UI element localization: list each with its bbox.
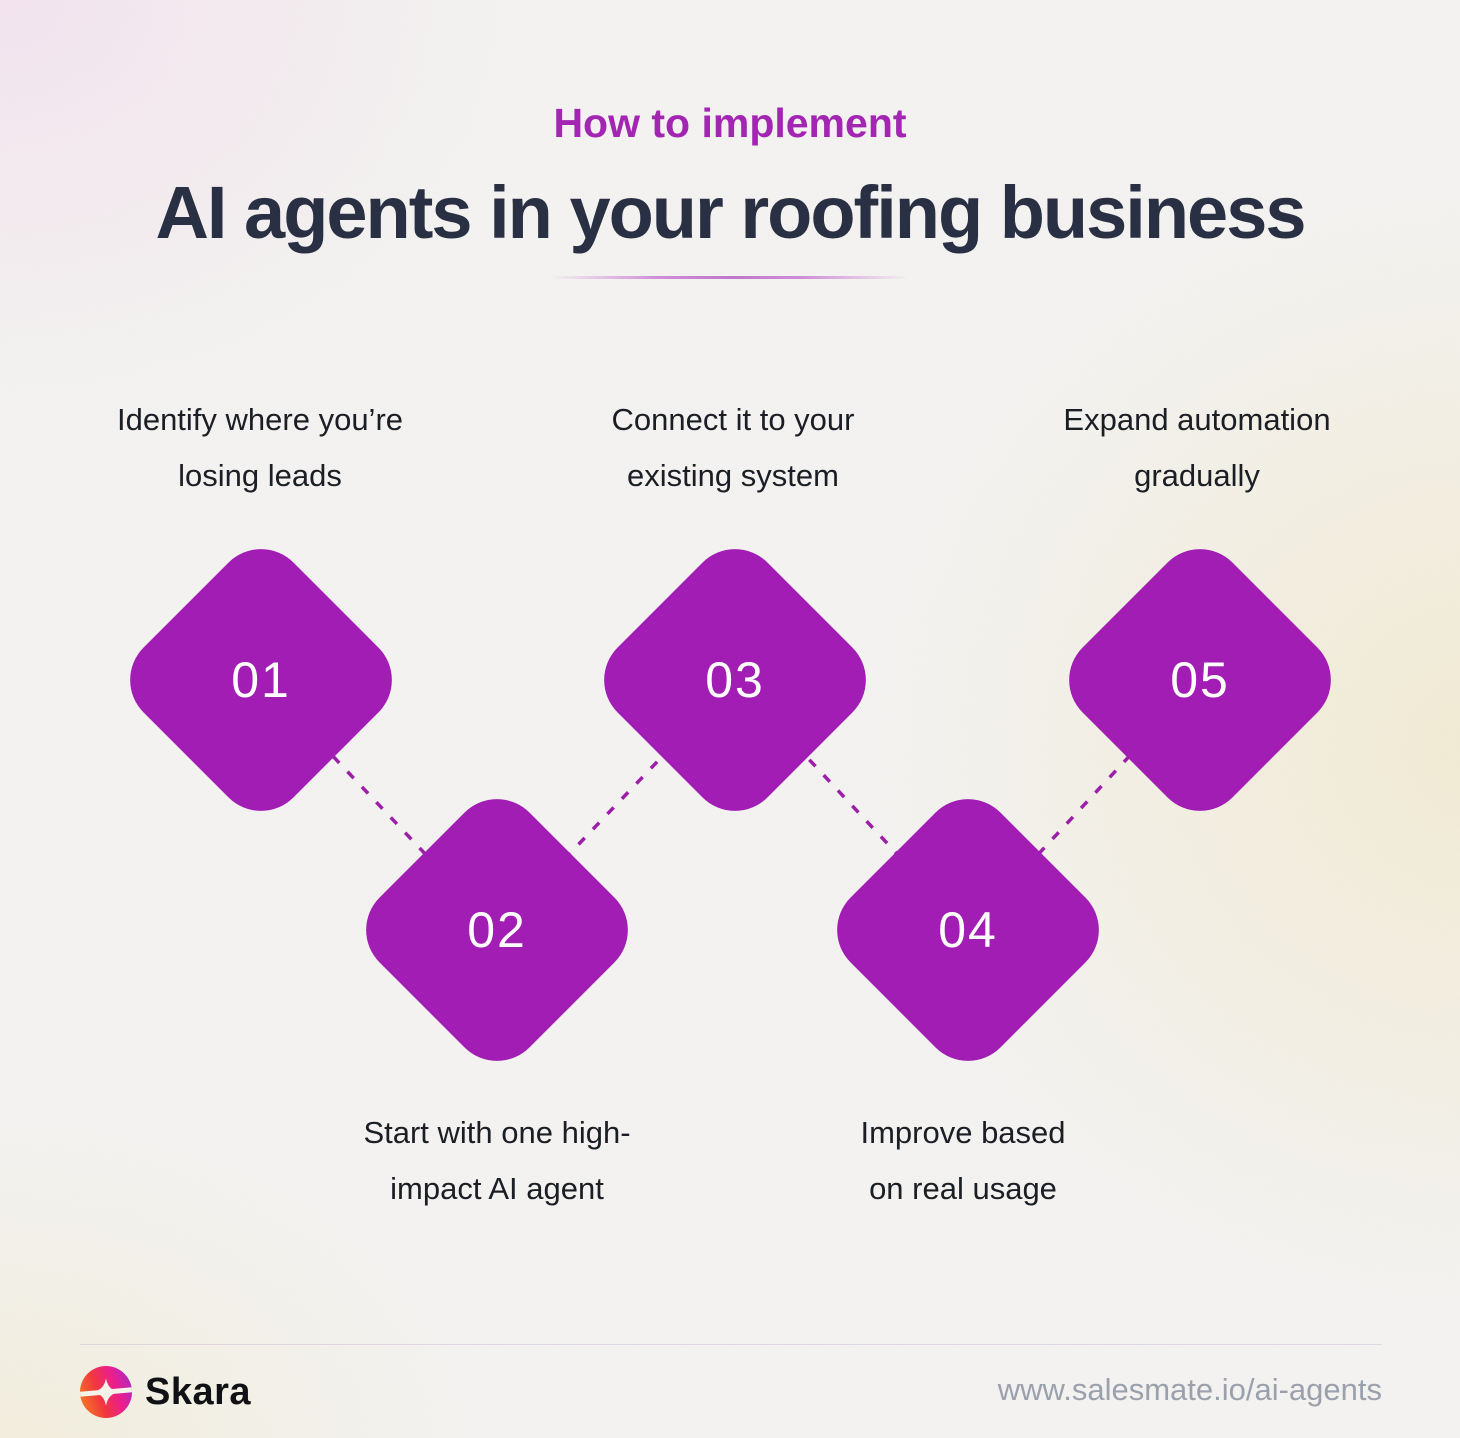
step-2-label: Start with one high- impact AI agent xyxy=(257,1105,737,1217)
step-5-label-line2: gradually xyxy=(1134,458,1260,493)
step-3-label-line2: existing system xyxy=(627,458,839,493)
step-5-number: 05 xyxy=(1170,652,1230,708)
footer-divider xyxy=(80,1344,1382,1345)
step-5-label: Expand automation gradually xyxy=(957,392,1437,504)
step-4-diamond: 04 xyxy=(818,780,1118,1080)
step-4-label-line2: on real usage xyxy=(869,1171,1057,1206)
step-2-label-line2: impact AI agent xyxy=(390,1171,604,1206)
step-2-diamond: 02 xyxy=(347,780,647,1080)
page-title: AI agents in your roofing business xyxy=(155,171,1306,254)
step-4-number: 04 xyxy=(938,902,998,958)
step-1-number: 01 xyxy=(231,652,291,708)
title-underline xyxy=(551,276,909,279)
eyebrow-text: How to implement xyxy=(553,100,907,146)
step-2-label-line1: Start with one high- xyxy=(363,1115,631,1150)
step-1-label-line2: losing leads xyxy=(178,458,342,493)
step-5-label-line1: Expand automation xyxy=(1063,402,1331,437)
step-3-label-line1: Connect it to your xyxy=(611,402,855,437)
step-3-number: 03 xyxy=(705,652,765,708)
sparkle-icon xyxy=(80,1366,132,1418)
footer-url: www.salesmate.io/ai-agents xyxy=(997,1372,1382,1407)
step-1-diamond: 01 xyxy=(111,530,411,830)
step-3-label: Connect it to your existing system xyxy=(493,392,973,504)
step-1-label-line1: Identify where you’re xyxy=(116,402,404,437)
step-3-diamond: 03 xyxy=(585,530,885,830)
step-4-label-line1: Improve based xyxy=(860,1115,1066,1150)
brand-name: Skara xyxy=(145,1370,252,1413)
sparkle-star-icon xyxy=(92,1378,120,1406)
step-1-label: Identify where you’re losing leads xyxy=(20,392,500,504)
step-2-number: 02 xyxy=(467,902,527,958)
step-4-label: Improve based on real usage xyxy=(723,1105,1203,1217)
brand-logo: Skara xyxy=(80,1366,251,1418)
step-5-diamond: 05 xyxy=(1050,530,1350,830)
